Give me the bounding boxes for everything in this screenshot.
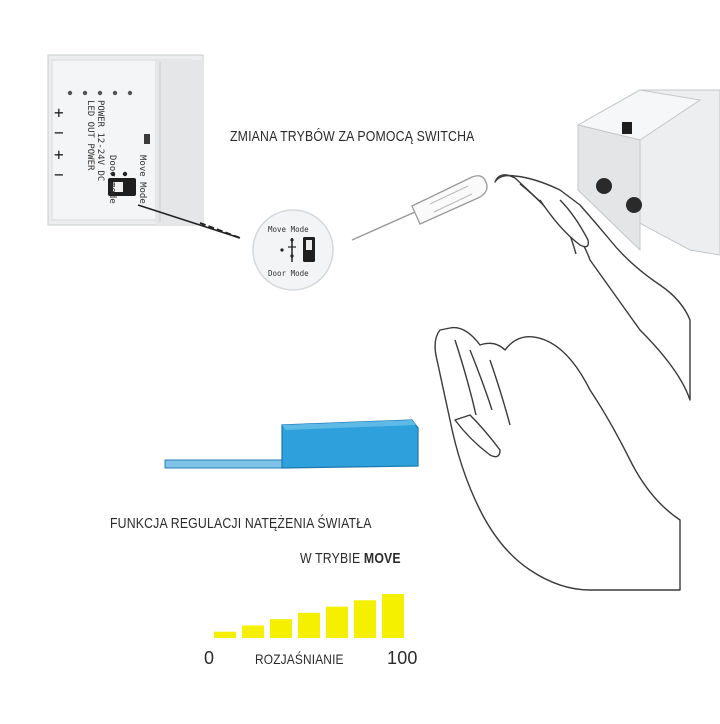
board-move-label: Move Mode <box>137 155 147 204</box>
board-polarity: + − + − <box>54 103 64 184</box>
caption-dimming-mode: MOVE <box>363 550 401 567</box>
brightness-min-label: 0 <box>204 648 215 668</box>
polarity-2: − <box>54 123 64 142</box>
polarity-4: − <box>54 165 64 184</box>
polarity-3: + <box>54 145 64 164</box>
switch-zoom: Move Mode Door Mode <box>252 209 334 291</box>
brightness-bar <box>270 619 292 638</box>
caption-dimming-line2: W TRYBIE MOVE <box>300 550 401 567</box>
brightness-scale <box>214 590 414 640</box>
hand-upper-icon <box>494 174 691 401</box>
blue-sensor <box>164 419 419 469</box>
brightness-max-label: 100 <box>387 648 418 668</box>
zoom-door-label: Door Mode <box>268 269 309 278</box>
board-led-label: LED OUT POWER <box>85 100 95 171</box>
board-housing <box>47 54 204 226</box>
brightness-bars <box>214 594 404 638</box>
caption-switch-mode: ZMIANA TRYBÓW ZA POMOCĄ SWITCHA <box>230 128 475 145</box>
brightness-bar <box>242 625 264 638</box>
brightness-bar <box>326 606 348 638</box>
sensor-box <box>576 89 720 256</box>
zoom-move-label: Move Mode <box>268 225 309 234</box>
brightness-bar <box>382 594 404 638</box>
leader-line <box>137 204 241 239</box>
brightness-bar <box>214 631 236 638</box>
hand-lower-icon <box>434 326 681 591</box>
brightness-bar <box>354 600 376 638</box>
brightness-bar <box>298 612 320 638</box>
board-door-label: Door mode <box>107 155 117 204</box>
board-labels: POWER 12-24V DC LED OUT POWER Door mode … <box>85 100 147 204</box>
board-power-label: POWER 12-24V DC <box>95 100 105 181</box>
screwdriver-icon <box>351 175 488 241</box>
caption-dimming-line1: FUNKCJA REGULACJI NATĘŻENIA ŚWIATŁA <box>110 515 372 532</box>
caption-dimming-prefix: W TRYBIE <box>300 550 364 567</box>
brightness-mid-label: ROZJAŚNIANIE <box>255 651 344 667</box>
polarity-1: + <box>54 103 64 122</box>
